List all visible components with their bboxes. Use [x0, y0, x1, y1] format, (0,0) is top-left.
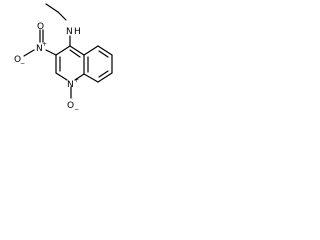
c4a-c4-double-bond [69, 49, 81, 58]
c7-c8-bond [97, 72, 113, 83]
c8-c8a-bond [83, 73, 99, 83]
c3-nitro-bond [45, 49, 57, 56]
amine-nitrogen-label: N [66, 27, 73, 37]
nitro-oxygen-minus-charge: − [20, 60, 25, 67]
amine-hydrogen-label: H [74, 27, 81, 37]
ring-nitrogen-label: N [67, 80, 74, 90]
nitro-o-single-bond [23, 49, 35, 57]
n-oxide-oxygen-label: O [67, 101, 74, 111]
n-oxide-oxygen-minus-charge: − [74, 106, 79, 113]
ethyl-ch3-bond [45, 3, 59, 13]
ethyl-ch2-n-bond [57, 11, 67, 21]
nitro-nitrogen-label: N [36, 44, 43, 54]
c4a-c4-bond [69, 45, 85, 56]
ring-nitrogen-plus-charge: + [74, 77, 79, 84]
n1-c8a-bond [74, 73, 85, 81]
c5-c6-double-bond [98, 50, 109, 58]
c4-c3-bond [55, 45, 71, 56]
nitro-plus-charge: + [42, 41, 47, 48]
molecular-structure-diagram: N H N + O O − N + O − [14, 3, 113, 113]
nitro-oxygen-double-label: O [37, 22, 44, 32]
c2-n1-bond [55, 72, 68, 81]
c7-c8-double-bond [98, 70, 109, 78]
c4a-c5-bond [83, 45, 99, 56]
c5-c6-bond [97, 45, 113, 56]
nitro-oxygen-minus-label: O [14, 55, 21, 65]
